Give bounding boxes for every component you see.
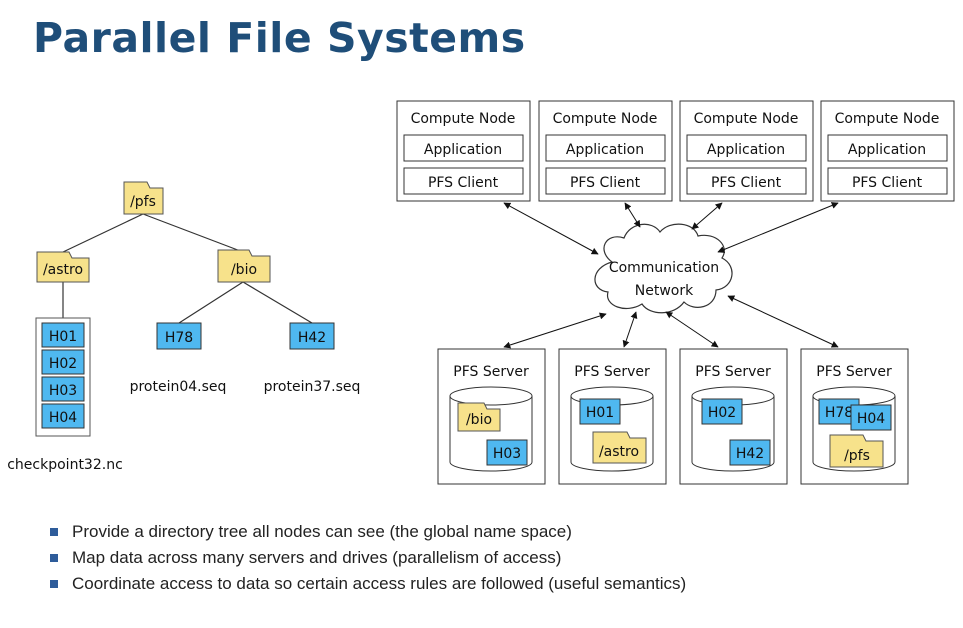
block-h01 xyxy=(41,322,85,348)
slide-title: Parallel File Systems xyxy=(33,14,526,62)
svg-text:H42: H42 xyxy=(298,330,326,346)
svg-text:PFS Client: PFS Client xyxy=(852,175,923,191)
svg-text:Application: Application xyxy=(566,142,644,158)
compute-node-3: Compute Node Application PFS Client xyxy=(679,100,814,202)
block-h04 xyxy=(41,403,85,429)
bullet-list: Provide a directory tree all nodes can s… xyxy=(48,519,686,597)
bullet-item: Map data across many servers and drives … xyxy=(48,545,686,571)
svg-text:H01: H01 xyxy=(49,329,77,345)
svg-text:H78: H78 xyxy=(825,405,853,421)
compute-node-1: Compute Node Application PFS Client xyxy=(396,100,531,202)
svg-text:H03: H03 xyxy=(49,383,77,399)
folder-pfs-label: /pfs xyxy=(130,194,156,210)
folder-astro: /astro xyxy=(36,251,90,283)
svg-text:Application: Application xyxy=(707,142,785,158)
svg-text:Application: Application xyxy=(848,142,926,158)
svg-text:PFS Client: PFS Client xyxy=(428,175,499,191)
svg-text:H02: H02 xyxy=(49,356,77,372)
file-protein37-label: protein37.seq xyxy=(264,379,361,395)
file-protein04-label: protein04.seq xyxy=(130,379,227,395)
compute-node-4: Compute Node Application PFS Client xyxy=(820,100,955,202)
svg-text:Application: Application xyxy=(424,142,502,158)
svg-text:H04: H04 xyxy=(49,410,77,426)
svg-text:PFS Server: PFS Server xyxy=(816,364,892,380)
folder-bio: /bio xyxy=(217,249,271,283)
network-cloud: Communication Network xyxy=(594,223,733,314)
pfs-server-3: PFS Server H02 H42 xyxy=(679,348,788,485)
block-h03 xyxy=(41,376,85,402)
file-protein04: H78 protein04.seq xyxy=(130,322,227,395)
svg-text:Compute Node: Compute Node xyxy=(694,111,799,127)
compute-node-2: Compute Node Application PFS Client xyxy=(538,100,673,202)
folder-astro-label: /astro xyxy=(43,262,83,278)
folder-bio-label: /bio xyxy=(231,262,257,278)
svg-text:H03: H03 xyxy=(493,446,521,462)
bullet-item: Provide a directory tree all nodes can s… xyxy=(48,519,686,545)
folder-pfs: /pfs xyxy=(123,181,164,215)
bullet-item: Coordinate access to data so certain acc… xyxy=(48,571,686,597)
svg-text:PFS Server: PFS Server xyxy=(453,364,529,380)
block-h78 xyxy=(156,322,202,350)
network-label-2: Network xyxy=(635,283,694,299)
block-h42 xyxy=(289,322,335,350)
svg-text:H01: H01 xyxy=(586,405,614,421)
file-protein37: H42 protein37.seq xyxy=(264,322,361,395)
bullet-square-icon xyxy=(50,528,58,536)
svg-text:H42: H42 xyxy=(736,446,764,462)
network-label-1: Communication xyxy=(609,260,719,276)
svg-text:H04: H04 xyxy=(857,411,885,427)
pfs-server-2: PFS Server H01 /astro xyxy=(558,348,667,485)
svg-text:H78: H78 xyxy=(165,330,193,346)
pfs-server-4: PFS Server H78 H04 /pfs xyxy=(800,348,909,485)
svg-text:H02: H02 xyxy=(708,405,736,421)
svg-text:Compute Node: Compute Node xyxy=(553,111,658,127)
architecture-panel: Compute Node Application PFS Client Comp… xyxy=(396,100,955,485)
network-connections xyxy=(503,202,839,349)
bullet-square-icon xyxy=(50,554,58,562)
svg-text:PFS Server: PFS Server xyxy=(695,364,771,380)
svg-text:PFS Client: PFS Client xyxy=(711,175,782,191)
svg-text:/astro: /astro xyxy=(599,444,639,460)
bullet-square-icon xyxy=(50,580,58,588)
block-h02 xyxy=(41,349,85,375)
svg-text:PFS Server: PFS Server xyxy=(574,364,650,380)
svg-text:Compute Node: Compute Node xyxy=(835,111,940,127)
pfs-server-1: PFS Server /bio H03 xyxy=(437,348,546,485)
svg-text:Compute Node: Compute Node xyxy=(411,111,516,127)
file-checkpoint: H01 H02 H03 H04 checkpoint32.nc xyxy=(7,317,123,473)
svg-text:/bio: /bio xyxy=(466,412,492,428)
svg-text:/pfs: /pfs xyxy=(844,448,870,464)
directory-tree: /pfs /astro /bio H01 H02 H03 H04 checkpo… xyxy=(7,181,361,473)
file-checkpoint-label: checkpoint32.nc xyxy=(7,457,123,473)
svg-text:PFS Client: PFS Client xyxy=(570,175,641,191)
